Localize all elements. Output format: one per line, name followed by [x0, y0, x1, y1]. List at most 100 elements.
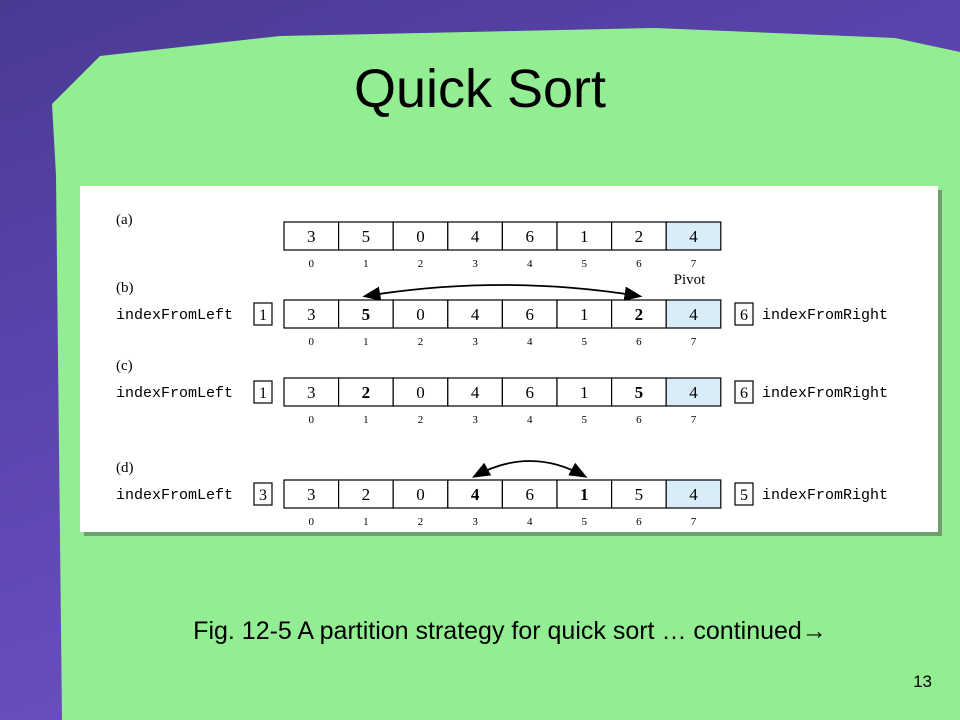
index-label: 5: [582, 336, 588, 348]
right-index-box: [734, 302, 754, 326]
array-cell: [283, 299, 340, 329]
index-label: 1: [363, 258, 369, 270]
index-label: 3: [472, 516, 478, 528]
pivot-cell: [665, 479, 722, 509]
cell-value: 4: [471, 227, 480, 246]
index-label: 7: [691, 414, 697, 426]
row-tag: (c): [116, 358, 133, 374]
left-index-box: [253, 302, 273, 326]
index-label: 6: [636, 516, 642, 528]
cell-value: 3: [307, 227, 316, 246]
cell-value: 4: [471, 485, 480, 504]
index-label: 5: [582, 258, 588, 270]
cell-value: 4: [471, 383, 480, 402]
array-cell: [392, 377, 449, 407]
cell-value: 4: [689, 305, 698, 324]
cell-value: 5: [635, 383, 644, 402]
pivot-label: Pivot: [674, 272, 707, 288]
cell-value: 4: [689, 383, 698, 402]
cell-value: 4: [689, 485, 698, 504]
index-label: 4: [527, 516, 533, 528]
right-index-value: 6: [740, 385, 748, 402]
row-tag: (d): [116, 460, 134, 476]
cell-value: 0: [416, 383, 425, 402]
index-label: 2: [418, 414, 424, 426]
index-label: 5: [582, 516, 588, 528]
array-cell: [338, 377, 394, 407]
cell-value: 0: [416, 305, 425, 324]
index-label: 6: [636, 258, 642, 270]
cell-value: 2: [362, 485, 371, 504]
right-index-value: 6: [740, 307, 748, 324]
page-number: 13: [913, 672, 932, 691]
pivot-cell: [665, 299, 722, 329]
array-cell: [501, 479, 558, 509]
row-tag: (a): [116, 212, 133, 228]
array-cell: [501, 299, 558, 329]
cell-value: 4: [689, 227, 698, 246]
figure-caption: Fig. 12-5 A partition strategy for quick…: [193, 617, 827, 645]
index-label: 4: [527, 258, 533, 270]
array-cell: [338, 479, 394, 509]
right-index-box: [734, 482, 754, 506]
array-cell: [556, 221, 613, 251]
index-label: 2: [418, 336, 424, 348]
array-cell: [556, 479, 613, 509]
array-cell: [392, 221, 449, 251]
array-cell: [447, 221, 503, 251]
index-label: 4: [527, 336, 533, 348]
right-index-box: [734, 380, 754, 404]
cell-value: 6: [525, 485, 534, 504]
cell-value: 5: [635, 485, 644, 504]
index-label: 3: [472, 414, 478, 426]
cell-value: 3: [307, 485, 316, 504]
index-from-left-label: indexFromLeft: [116, 307, 233, 324]
cell-value: 2: [635, 305, 644, 324]
array-cell: [610, 221, 667, 251]
cell-value: 6: [525, 383, 534, 402]
array-cell: [283, 221, 340, 251]
index-label: 7: [691, 336, 697, 348]
left-index-value: 3: [259, 487, 267, 504]
pivot-cell: [665, 221, 722, 251]
cell-value: 1: [580, 227, 589, 246]
cell-value: 2: [362, 383, 371, 402]
pivot-cell: [665, 377, 722, 407]
index-label: 7: [691, 516, 697, 528]
index-from-left-label: indexFromLeft: [116, 487, 233, 504]
index-label: 0: [309, 516, 315, 528]
cell-value: 0: [416, 227, 425, 246]
index-label: 1: [363, 336, 369, 348]
cell-value: 0: [416, 485, 425, 504]
array-cell: [447, 377, 503, 407]
array-cell: [501, 377, 558, 407]
row-tag: (b): [116, 280, 134, 296]
array-cell: [283, 479, 340, 509]
swap-arrow: [471, 460, 588, 478]
index-label: 5: [582, 414, 588, 426]
index-label: 2: [418, 258, 424, 270]
cell-value: 1: [580, 485, 589, 504]
right-index-value: 5: [740, 487, 748, 504]
cell-value: 1: [580, 305, 589, 324]
cell-value: 3: [307, 383, 316, 402]
cell-value: 5: [362, 305, 371, 324]
array-cell: [501, 221, 558, 251]
left-index-value: 1: [259, 385, 267, 402]
index-label: 1: [363, 516, 369, 528]
index-label: 0: [309, 258, 315, 270]
array-cell: [610, 377, 667, 407]
index-label: 3: [472, 258, 478, 270]
index-label: 1: [363, 414, 369, 426]
index-label: 6: [636, 336, 642, 348]
array-cell: [556, 377, 613, 407]
index-label: 3: [472, 336, 478, 348]
array-cell: [447, 299, 503, 329]
index-from-right-label: indexFromRight: [762, 487, 888, 504]
index-label: 0: [309, 336, 315, 348]
array-cell: [610, 299, 667, 329]
index-label: 4: [527, 414, 533, 426]
array-cell: [610, 479, 667, 509]
cell-value: 3: [307, 305, 316, 324]
